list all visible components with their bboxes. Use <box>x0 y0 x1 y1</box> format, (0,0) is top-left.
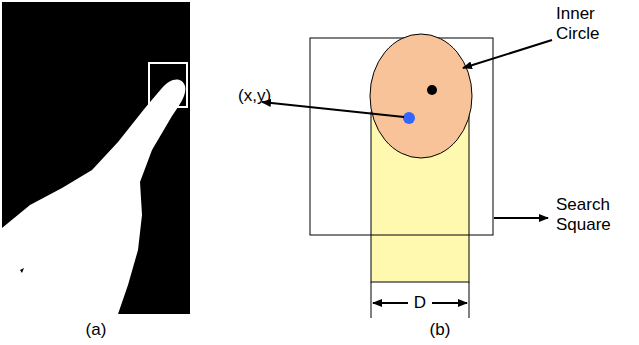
panel-label: (b) <box>430 320 451 340</box>
leader-line <box>494 217 548 219</box>
fingertip-box <box>149 63 187 107</box>
leader-line <box>463 40 552 68</box>
callout-label: Search Square <box>556 195 622 235</box>
dimension-extension <box>469 282 470 318</box>
dimension-arrow <box>373 302 408 304</box>
point-label: (x,y) <box>238 86 271 106</box>
point-dot <box>403 112 415 124</box>
panel-label: (a) <box>86 320 107 340</box>
center-dot <box>427 85 437 95</box>
dimension-label: D <box>412 293 428 313</box>
inner-circle <box>370 34 472 158</box>
photo-ground <box>2 2 190 314</box>
dimension-extension <box>371 282 372 318</box>
dimension-arrow <box>432 302 467 304</box>
leader-line <box>262 102 404 117</box>
hand-shape <box>2 79 185 314</box>
callout-label: Inner Circle <box>556 4 618 44</box>
noise-speck <box>20 268 24 273</box>
